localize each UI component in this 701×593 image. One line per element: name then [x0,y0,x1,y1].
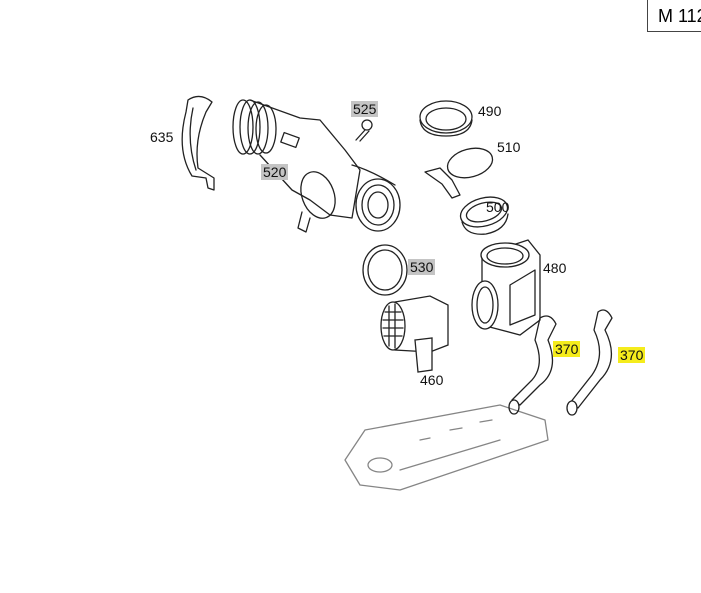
part-370-hose-right[interactable] [566,309,613,416]
engine-cylinder-head [344,404,549,491]
part-510-clamp[interactable] [424,144,496,199]
callout-525[interactable]: 525 [351,101,379,117]
callout-370-right[interactable]: 370 [618,347,646,363]
part-480-housing[interactable] [471,239,541,336]
callout-480[interactable]: 480 [543,260,567,276]
part-525-screw[interactable] [355,119,373,142]
part-520-intake-duct[interactable] [232,99,401,233]
callout-635[interactable]: 635 [150,129,174,145]
part-460-air-mass-sensor[interactable] [380,295,449,373]
part-500-ring[interactable] [457,192,511,235]
callout-460[interactable]: 460 [420,372,444,388]
callout-500[interactable]: 500 [486,199,510,215]
callout-510[interactable]: 510 [497,139,521,155]
callout-530[interactable]: 530 [408,259,436,275]
callout-520[interactable]: 520 [261,164,289,180]
part-635-bracket[interactable] [181,95,215,191]
part-490-seal-ring[interactable] [419,100,473,137]
part-530-ring[interactable] [362,244,408,296]
engine-model-label: M 112 [647,0,701,32]
callout-370-left[interactable]: 370 [553,341,581,357]
callout-490[interactable]: 490 [478,103,502,119]
